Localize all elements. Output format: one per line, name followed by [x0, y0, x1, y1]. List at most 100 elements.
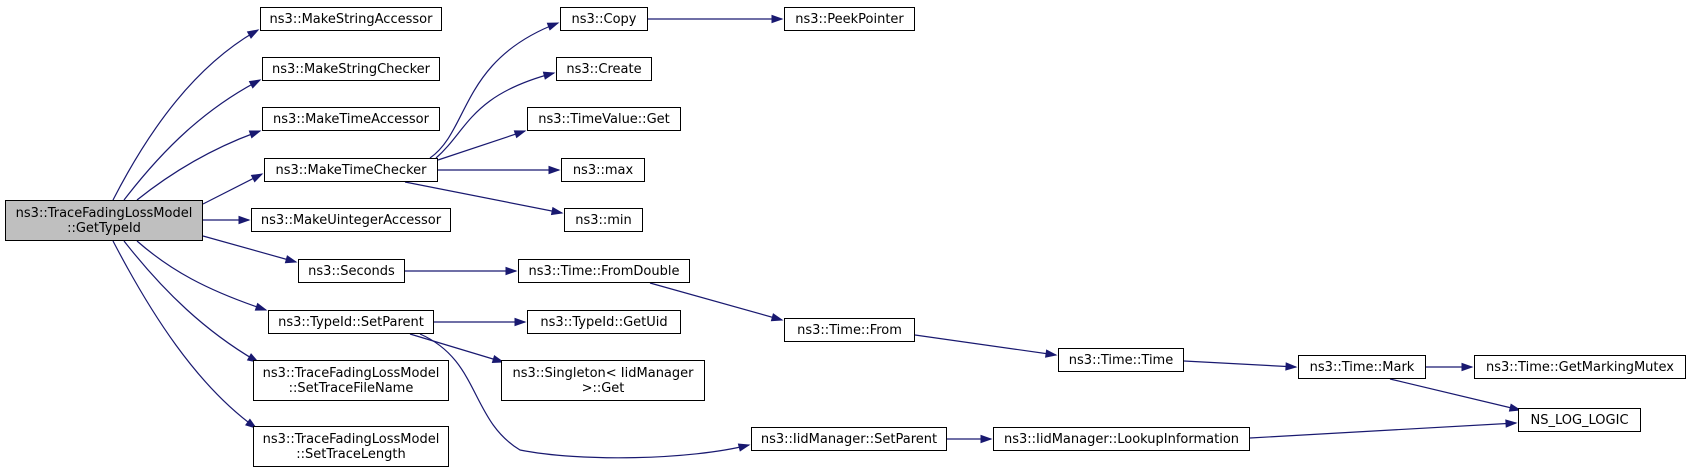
- node-make-time-accessor[interactable]: ns3::MakeTimeAccessor: [262, 107, 440, 131]
- edge-lookupinformation-nsloglogic: [1249, 419, 1518, 439]
- edge-typeid-setparent-iidmanagersetparent: [419, 333, 751, 459]
- edge-root-seconds: [202, 235, 298, 264]
- edge-timetime-timemark: [1183, 360, 1298, 371]
- node-label: ns3::Time::Mark: [1309, 359, 1415, 375]
- edge-typeid-setparent-singletonget-arrowhead: [491, 354, 505, 363]
- edge-root-settracefilename: [123, 240, 260, 363]
- node-label: ns3::MakeStringAccessor: [269, 11, 433, 27]
- node-time-mark[interactable]: ns3::Time::Mark: [1298, 355, 1426, 379]
- edge-maketimechecker-timevalueget-line: [437, 130, 526, 161]
- node-ns-log-logic[interactable]: NS_LOG_LOGIC: [1518, 408, 1641, 432]
- edge-root-makestringaccessor: [112, 29, 260, 201]
- node-label: ns3::TypeId::GetUid: [540, 314, 668, 330]
- node-label: ns3::PeekPointer: [795, 11, 904, 27]
- node-create[interactable]: ns3::Create: [556, 57, 652, 81]
- edge-lookupinformation-nsloglogic-arrowhead: [1505, 419, 1518, 428]
- node-iidmanager-lookupinformation[interactable]: ns3::IidManager::LookupInformation: [993, 427, 1250, 451]
- edge-seconds-timefromdouble: [405, 266, 518, 276]
- edge-root-makestringchecker: [123, 79, 262, 201]
- edge-root-settracefilename-line: [123, 240, 259, 363]
- edge-maketimechecker-copy-line: [429, 22, 559, 159]
- edge-root-maketimeaccessor: [136, 130, 262, 201]
- edge-root-maketimechecker-line: [202, 173, 263, 205]
- edge-root-maketimechecker-arrowhead: [250, 173, 264, 183]
- edge-timemark-nsloglogic-line: [1389, 378, 1521, 411]
- node-max[interactable]: ns3::max: [561, 158, 645, 182]
- node-time-time[interactable]: ns3::Time::Time: [1058, 348, 1184, 372]
- edge-timefrom-timetime-arrowhead: [1045, 349, 1058, 358]
- node-time-getmarkingmutex[interactable]: ns3::Time::GetMarkingMutex: [1474, 355, 1686, 379]
- node-peek-pointer[interactable]: ns3::PeekPointer: [784, 7, 915, 31]
- edge-typeid-setparent-iidmanagersetparent-line: [419, 333, 750, 459]
- edge-maketimechecker-min-arrowhead: [550, 206, 564, 216]
- node-label: ns3::min: [575, 212, 632, 228]
- edge-timefrom-timetime-line: [914, 334, 1057, 356]
- node-min[interactable]: ns3::min: [564, 208, 643, 232]
- edge-copy-peekpointer-arrowhead: [771, 14, 784, 24]
- edge-timefromdouble-timefrom-line: [649, 282, 783, 321]
- edge-timetime-timemark-arrowhead: [1285, 362, 1298, 371]
- edge-typeid-setparent-getuid-arrowhead: [514, 317, 527, 327]
- node-time-from[interactable]: ns3::Time::From: [784, 318, 915, 342]
- node-timevalue-get[interactable]: ns3::TimeValue::Get: [527, 107, 681, 131]
- edge-maketimechecker-timevalueget: [437, 130, 527, 161]
- node-set-trace-file-name[interactable]: ns3::TraceFadingLossModel ::SetTraceFile…: [253, 360, 449, 401]
- edge-timefromdouble-timefrom: [649, 282, 784, 322]
- edge-root-makeuintegeraccessor-arrowhead: [238, 215, 251, 225]
- edge-seconds-timefromdouble-arrowhead: [505, 266, 518, 276]
- edge-root-settracelength-line: [112, 240, 257, 429]
- node-iidmanager-setparent[interactable]: ns3::IidManager::SetParent: [751, 427, 947, 451]
- node-make-string-checker[interactable]: ns3::MakeStringChecker: [262, 57, 440, 81]
- node-label: ns3::max: [572, 162, 634, 178]
- edge-timemark-getmarkingmutex-arrowhead: [1461, 362, 1474, 372]
- node-label: ns3::MakeUintegerAccessor: [260, 212, 442, 228]
- edge-timemark-nsloglogic: [1389, 378, 1522, 412]
- node-label: ns3::Time::GetMarkingMutex: [1486, 359, 1674, 375]
- edge-timemark-getmarkingmutex: [1426, 362, 1474, 372]
- edge-maketimechecker-copy-arrowhead: [546, 22, 560, 31]
- node-label: ns3::IidManager::SetParent: [760, 431, 938, 447]
- edge-maketimechecker-copy: [429, 22, 560, 159]
- edge-lookupinformation-nsloglogic-line: [1249, 422, 1517, 439]
- node-make-uinteger-accessor[interactable]: ns3::MakeUintegerAccessor: [251, 208, 451, 232]
- node-label: ns3::Time::FromDouble: [528, 263, 680, 279]
- edge-root-typeid-setparent-arrowhead: [254, 302, 268, 311]
- node-make-string-accessor[interactable]: ns3::MakeStringAccessor: [260, 7, 442, 31]
- node-label: ns3::Singleton< IidManager >::Get: [512, 365, 694, 396]
- node-label: ns3::TraceFadingLossModel ::SetTraceLeng…: [262, 431, 440, 462]
- node-seconds[interactable]: ns3::Seconds: [298, 259, 405, 283]
- node-label: ns3::Time::From: [797, 322, 902, 338]
- node-set-trace-length[interactable]: ns3::TraceFadingLossModel ::SetTraceLeng…: [253, 426, 449, 467]
- edge-timefromdouble-timefrom-arrowhead: [770, 313, 784, 322]
- edge-timefrom-timetime: [914, 334, 1058, 358]
- edge-root-makestringaccessor-arrowhead: [246, 29, 260, 39]
- edge-root-makeuintegeraccessor: [203, 215, 251, 225]
- node-make-time-checker[interactable]: ns3::MakeTimeChecker: [264, 158, 438, 182]
- node-singleton-get[interactable]: ns3::Singleton< IidManager >::Get: [501, 360, 705, 401]
- edge-iidmanagersetparent-lookupinformation: [947, 434, 993, 444]
- edge-root-typeid-setparent-line: [136, 240, 267, 311]
- node-label: ns3::TypeId::SetParent: [278, 314, 424, 330]
- edge-root-settracelength: [112, 240, 258, 429]
- edge-maketimechecker-timevalueget-arrowhead: [513, 130, 527, 139]
- edge-copy-peekpointer: [648, 14, 784, 24]
- edge-maketimechecker-create: [435, 71, 556, 159]
- edge-maketimechecker-max-arrowhead: [548, 165, 561, 175]
- edge-root-typeid-setparent: [136, 240, 268, 311]
- node-typeid-setparent[interactable]: ns3::TypeId::SetParent: [268, 310, 434, 334]
- node-typeid-getuid[interactable]: ns3::TypeId::GetUid: [527, 310, 681, 334]
- edge-maketimechecker-min: [404, 181, 564, 216]
- edge-typeid-setparent-getuid: [434, 317, 527, 327]
- node-time-fromdouble[interactable]: ns3::Time::FromDouble: [518, 259, 690, 283]
- edge-root-makestringchecker-arrowhead: [248, 79, 262, 89]
- edge-timetime-timemark-line: [1183, 360, 1297, 368]
- edge-root-seconds-arrowhead: [284, 255, 298, 264]
- edge-typeid-setparent-singletonget-line: [409, 333, 504, 363]
- edge-root-settracefilename-arrowhead: [246, 353, 260, 363]
- edge-root-makestringchecker-line: [123, 79, 261, 201]
- node-label: ns3::IidManager::LookupInformation: [1003, 431, 1240, 447]
- edge-maketimechecker-max: [438, 165, 561, 175]
- node-root-gettypeid: ns3::TraceFadingLossModel ::GetTypeId: [5, 200, 203, 241]
- edge-root-maketimeaccessor-line: [136, 130, 261, 201]
- node-copy[interactable]: ns3::Copy: [560, 7, 648, 31]
